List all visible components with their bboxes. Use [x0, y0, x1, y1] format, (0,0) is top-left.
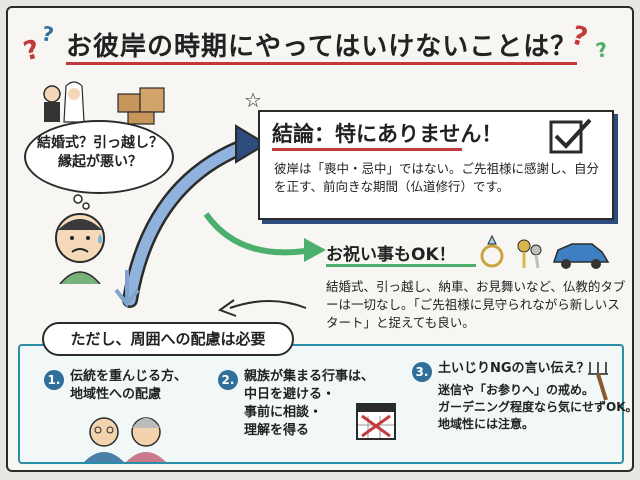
ring-keys-car-icons [480, 234, 610, 269]
notice-item-1-line: 地域性への配慮 [70, 387, 162, 402]
conclusion-heading: 結論：特にありません！ [272, 122, 503, 146]
wedding-couple-and-moving-boxes-icon [43, 81, 165, 125]
heading-underline [326, 264, 476, 267]
title-part-dont: にやってはいけない [228, 32, 470, 65]
notice-item-3-line: 迷信や「お参りへ」の戒め。 [438, 383, 595, 397]
elderly-couple-icon [84, 417, 166, 462]
title-part-period: の時期 [147, 32, 229, 65]
notice-item-3: 迷信や「お参りへ」の戒め。 ガーデニング程度なら気にせずOK。 地域性には注意。 [438, 382, 638, 433]
star-icon: ☆ [244, 88, 262, 112]
checkbox-check-icon [549, 118, 592, 154]
title-part-higan: お彼岸 [66, 32, 148, 65]
worry-line-1: 結婚式？引っ越し？ [37, 135, 163, 151]
worry-text: 結婚式？引っ越し？ 縁起が悪い？ [36, 134, 164, 172]
notice-tag: ただし、周囲への配慮は必要 [42, 322, 294, 356]
title-part-question: ことは？ [469, 32, 578, 65]
notice-item-3-line: ガーデニング程度なら気にせずOK。 [438, 400, 638, 414]
notice-item-2-line: 中日を避ける・ [244, 387, 336, 402]
worry-line-2: 縁起が悪い？ [58, 154, 142, 170]
item-number: 3. [412, 362, 432, 382]
thought-bubble-tail-icon [73, 194, 90, 210]
small-curved-arrow-icon [217, 299, 307, 317]
notice-item-3-heading: 土いじりNGの言い伝え？ [438, 361, 590, 376]
calendar-crossed-icon [356, 403, 396, 440]
item-number: 1. [44, 370, 64, 390]
notice-item-1-line: 伝統を重んじる方、 [70, 369, 188, 384]
notice-item-2: 親族が集まる行事は、 中日を避ける・ 事前に相談・ 理解を得る [244, 368, 374, 440]
notice-item-1: 伝統を重んじる方、 地域性への配慮 [70, 368, 187, 404]
notice-panel [18, 344, 624, 464]
big-curved-arrow-icon [122, 124, 268, 308]
garden-fork-icon [588, 362, 608, 401]
worried-person-icon [55, 213, 105, 284]
notice-item-2-line: 理解を得る [244, 423, 310, 438]
item-number: 2. [218, 370, 238, 390]
heading-underline [272, 148, 462, 151]
down-arrow-icon [114, 270, 140, 308]
notice-item-2-line: 事前に相談・ [244, 405, 323, 420]
celebration-heading: お祝い事もOK！ [326, 245, 456, 265]
celebration-body: 結婚式、引っ越し、納車、お見舞いなど、仏教的タブーは一切なし。「ご先祖様に見守ら… [326, 279, 626, 330]
conclusion-body: 彼岸は「喪中・忌中」ではない。ご先祖様に感謝し、自分を正す、前向きな期間（仏道修… [274, 161, 600, 194]
notice-item-3-line: 地域性には注意。 [438, 417, 535, 431]
thought-bubble [24, 120, 174, 194]
green-arrow-icon [203, 212, 326, 262]
notice-item-2-line: 親族が集まる行事は、 [244, 369, 375, 384]
page-title: お彼岸の時期にやってはいけないことは？ [66, 26, 578, 65]
